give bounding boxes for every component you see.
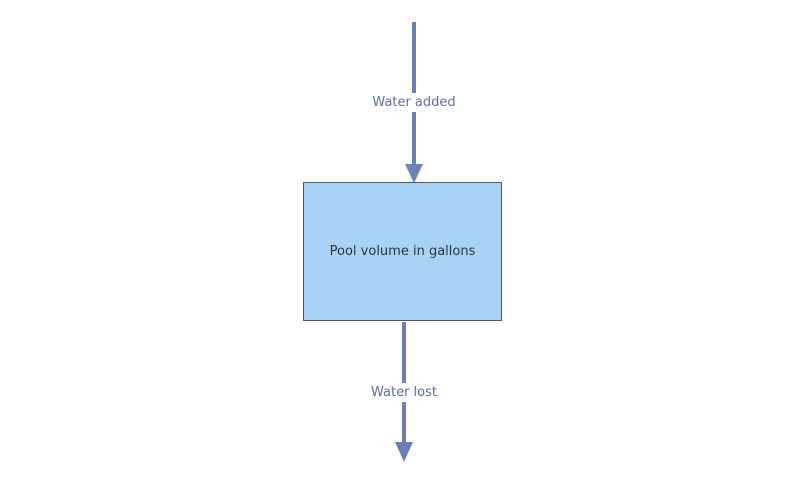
inflow-label: Water added: [369, 93, 459, 112]
stock-label: Pool volume in gallons: [329, 244, 476, 259]
outflow-label: Water lost: [368, 383, 440, 402]
stock-box: Pool volume in gallons: [303, 182, 502, 321]
